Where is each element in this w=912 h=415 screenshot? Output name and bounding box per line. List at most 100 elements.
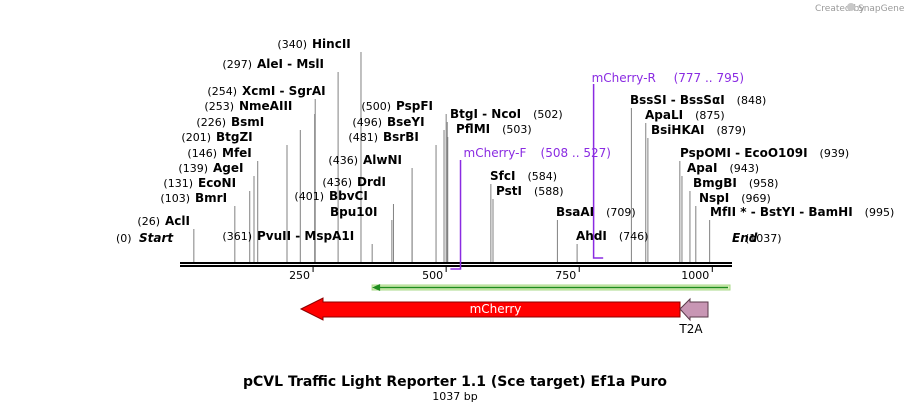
primer-name: mCherry-F [464,146,527,160]
map-title: pCVL Traffic Light Reporter 1.1 (Sce tar… [243,374,667,390]
site-position: (361) [222,230,252,243]
site-sfci[interactable]: SfcI(584) [490,169,557,183]
primer-range: (508 .. 527) [541,146,611,160]
feature-label: mCherry [470,302,522,316]
site-name: BsmI [231,115,264,129]
site-name: MfII * - BstYI - BamHI [710,205,853,219]
site-drdi[interactable]: DrdI(436) [322,175,386,189]
site-name: MfeI [222,146,252,160]
site-position: (103) [160,192,190,205]
site-bmri[interactable]: BmrI(103) [160,191,227,205]
site-position: (848) [737,94,767,107]
site-bseyi[interactable]: BseYI(496) [352,115,424,129]
site-position: (503) [502,123,532,136]
credit-brand: SnapGene [858,4,905,14]
credit-text: Created by [815,4,865,14]
end-label[interactable]: End [732,231,758,245]
site-name: AclI [165,214,190,228]
ruler-line-bottom [180,265,732,267]
site-nspi[interactable]: NspI(969) [699,191,771,205]
feature-mcherry[interactable]: mCherry [299,297,681,321]
site-name: EcoNI [198,176,236,190]
credit: Created by SnapGene [815,3,905,14]
site-hincii[interactable]: HincII (340) [277,37,350,51]
site-pflmi[interactable]: PflMI (503) [456,122,532,136]
site-agei[interactable]: AgeI (139) [178,161,243,175]
site-name: XcmI - SgrAI [242,84,326,98]
site-position: (201) [181,131,211,144]
site-apai[interactable]: ApaI(943) [687,161,759,175]
site-mfei[interactable]: MfeI(146) [187,146,251,160]
site-position: (254) [207,85,237,98]
site-position: (939) [820,147,850,160]
site-name: PspOMI - EcoO109I [680,146,808,160]
site-econi[interactable]: EcoNI(131) [163,176,236,190]
site-position: (879) [717,124,747,137]
primer-range: (777 .. 795) [674,71,744,85]
site-acli[interactable]: AclI (26) [137,214,190,228]
site-alwni[interactable]: AlwNI(436) [328,153,402,167]
site-name: PvuII - MspA1I [257,229,354,243]
site-btgi-ncoi[interactable]: BtgI - NcoI(502) [450,107,563,121]
site-position: (401) [294,190,324,203]
site-name: BsaAI [556,205,594,219]
site-position: (436) [328,154,358,167]
site-pvuii-mspa1i[interactable]: PvuII - MspA1I (361) [222,229,354,243]
primer-arrow [450,160,462,270]
site-bmgbi[interactable]: BmgBI (958) [693,176,778,190]
orf-track [371,284,731,291]
site-position: (943) [729,162,759,175]
feature-label: T2A [678,322,703,336]
site-pspfi[interactable]: PspFI(500) [361,99,433,113]
site-position: (340) [277,38,307,51]
feature-t2a[interactable]: T2A [678,297,709,336]
site-name: BtgI - NcoI [450,107,521,121]
ruler-tick-label: 500 [422,269,443,282]
site-bsihkai[interactable]: BsiHKAI (879) [651,123,746,137]
site-bsrbi[interactable]: BsrBI(481) [348,130,418,144]
site-position: (139) [178,162,208,175]
orf-arrow-head [372,284,381,291]
ruler-tick-label: 250 [289,269,310,282]
site-name: PstI [496,184,522,198]
site-bsssi-bsss-i[interactable]: BssSI - BssSαI (848) [630,93,766,107]
site-name: BsiHKAI [651,123,705,137]
site-name: AgeI [213,161,243,175]
site-bsaai[interactable]: BsaAI(709) [556,205,636,219]
site-name: PflMI [456,122,490,136]
site-name: BssSI - BssSαI [630,93,725,107]
site-bbvci[interactable]: BbvCI(401) [294,189,367,203]
site-psti[interactable]: PstI (588) [496,184,564,198]
t2a-arrow [679,297,709,322]
site-name: BmgBI [693,176,737,190]
site-position: (588) [534,185,564,198]
site-btgzi[interactable]: BtgZI(201) [181,130,252,144]
primers: mCherry-F (508 .. 527) mCherry-R (777 .. 79… [450,71,744,270]
site-position: (26) [137,215,160,228]
site-position: (958) [749,177,779,190]
site-xcmi-sgrai[interactable]: XcmI - SgrAI (254) [207,84,325,98]
site-position: (436) [322,176,352,189]
site-position: (969) [741,192,771,205]
site-bsmi[interactable]: BsmI(226) [196,115,264,129]
primer-mcherry-r[interactable]: mCherry-R (777 .. 795) [592,71,744,259]
site-pspomi-ecoo109i[interactable]: PspOMI - EcoO109I (939) [680,146,849,160]
primer-name: mCherry-R [592,71,656,85]
site-ahdi[interactable]: AhdI(746) [576,229,648,243]
site-position: (995) [865,206,895,219]
site-position: (875) [695,109,725,122]
site-position: (253) [204,100,234,113]
site-bpu10i[interactable]: Bpu10I [330,205,377,219]
site-position: (297) [222,58,252,71]
site-apali[interactable]: ApaLI(875) [645,108,725,122]
site-nmeaiii[interactable]: NmeAIII(253) [204,99,292,113]
site-position: (481) [348,131,378,144]
start-label[interactable]: Start [139,231,174,245]
primer-arrow [592,84,604,259]
site-alei-msli[interactable]: AleI - MslI(297) [222,57,324,71]
sequence-ends: (0) Start End (1037) [116,231,782,245]
ruler-tick-label: 1000 [681,269,709,282]
site-name: HincII [312,37,351,51]
site-mfii-bstyi-bamhi[interactable]: MfII * - BstYI - BamHI (995) [710,205,894,219]
